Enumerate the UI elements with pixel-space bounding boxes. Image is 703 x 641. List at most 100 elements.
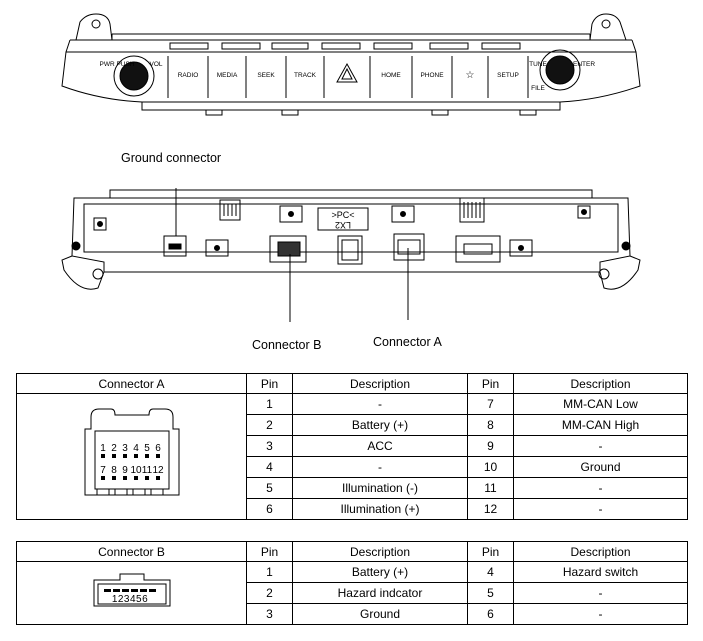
pin-description: - xyxy=(513,477,688,499)
header-pin: Pin xyxy=(467,541,514,562)
table-row: 5 Illumination (-) 11 - xyxy=(17,477,688,499)
connector-b-face: 123456 xyxy=(16,561,247,625)
connector-a-pin-label: 3 xyxy=(122,443,128,454)
pin-number: 8 xyxy=(467,414,514,436)
connector-a-face: 1 2 3 4 5 6 7 8 9 10 11 12 xyxy=(16,393,247,520)
right-mounting-ear xyxy=(589,13,627,41)
connector-a-pin-label: 6 xyxy=(155,443,161,454)
pin-number: 12 xyxy=(467,498,514,520)
table-row: 123456 1 Battery (+) 4 Hazard switch xyxy=(16,561,688,625)
favorite-star-icon[interactable]: ☆ xyxy=(466,70,475,81)
connector-a-callout: Connector A xyxy=(373,335,442,349)
pin-description: - xyxy=(513,603,688,625)
pin-description: MM-CAN High xyxy=(513,414,688,436)
pin-number: 9 xyxy=(467,435,514,457)
connector-a-pin-label: 4 xyxy=(133,443,139,454)
connector-a-pin-label: 5 xyxy=(144,443,150,454)
pin-description: Battery (+) xyxy=(292,414,468,436)
vol-label: VOL xyxy=(149,61,162,68)
pin-description: Ground xyxy=(292,603,468,625)
front-panel-drawing: PWR PUSH VOL RADIO MEDIA SEEK TRACK HOME… xyxy=(61,13,641,116)
enter-label: ENTER xyxy=(573,61,595,68)
pin-number: 5 xyxy=(246,477,293,499)
ground-connector-port xyxy=(163,235,187,257)
left-bracket xyxy=(61,255,105,290)
pwr-push-label: PWR PUSH xyxy=(99,61,134,68)
connector-b-callout: Connector B xyxy=(252,338,322,352)
header-pin: Pin xyxy=(246,373,293,394)
rear-marking-bottom: LX2 xyxy=(335,220,351,230)
ground-connector-callout: Ground connector xyxy=(121,151,222,165)
pin-number: 5 xyxy=(467,582,514,604)
setup-button[interactable]: SETUP xyxy=(497,72,519,79)
table-row: 2 Battery (+) 8 MM-CAN High xyxy=(17,414,688,436)
connector-a-pin-label: 11 xyxy=(141,465,152,476)
table-row: 1 2 3 4 5 6 7 8 9 10 11 12 1 - 7 MM-CAN … xyxy=(16,393,688,520)
seek-button[interactable]: SEEK xyxy=(257,72,275,79)
pin-number: 2 xyxy=(246,582,293,604)
connector-a-pin-label: 12 xyxy=(152,465,164,476)
pin-number: 3 xyxy=(246,603,293,625)
header-description: Description xyxy=(513,373,688,394)
pin-description: - xyxy=(292,456,468,478)
connector-a-face-drawing: 1 2 3 4 5 6 7 8 9 10 11 12 xyxy=(84,408,179,496)
rear-marking-top: >PC< xyxy=(331,210,354,220)
connector-a-pin-label: 9 xyxy=(122,465,128,476)
pin-number: 11 xyxy=(467,477,514,499)
table-row: 3 ACC 9 - xyxy=(17,435,688,457)
phone-button[interactable]: PHONE xyxy=(420,72,444,79)
connector-a-pin-label: 10 xyxy=(130,465,142,476)
header-connector: Connector A xyxy=(16,373,247,394)
tune-knob xyxy=(539,49,581,91)
connector-a-pin-label: 7 xyxy=(100,465,106,476)
right-ear-hole xyxy=(601,19,611,29)
connector-b-pin-table: Connector B Pin Description Pin Descript… xyxy=(16,541,688,625)
pin-description: - xyxy=(513,582,688,604)
header-pin: Pin xyxy=(246,541,293,562)
connector-b-face-drawing: 123456 xyxy=(93,573,170,606)
radio-button[interactable]: RADIO xyxy=(178,72,199,79)
table-row: 3 Ground 6 - xyxy=(17,603,688,625)
home-button[interactable]: HOME xyxy=(381,72,401,79)
pin-number: 4 xyxy=(246,456,293,478)
header-description: Description xyxy=(292,373,468,394)
connector-a-pin-label: 2 xyxy=(111,443,117,454)
pin-description: - xyxy=(513,498,688,520)
pin-description: - xyxy=(513,435,688,457)
pin-number: 7 xyxy=(467,393,514,415)
connector-b-port xyxy=(269,235,307,263)
connector-b-pin-labels: 123456 xyxy=(111,594,147,605)
pin-description: Illumination (+) xyxy=(292,498,468,520)
pin-number: 1 xyxy=(246,393,293,415)
table-row: 4 - 10 Ground xyxy=(17,456,688,478)
pin-number: 3 xyxy=(246,435,293,457)
pin-number: 6 xyxy=(467,603,514,625)
pin-description: Ground xyxy=(513,456,688,478)
connector-a-pin-label: 1 xyxy=(100,443,106,454)
connector-a-pin-label: 8 xyxy=(111,465,117,476)
pin-description: ACC xyxy=(292,435,468,457)
pin-number: 1 xyxy=(246,561,293,583)
volume-knob xyxy=(113,55,155,97)
tune-label: TUNE xyxy=(529,61,547,68)
connector-a-port xyxy=(393,233,425,261)
header-description: Description xyxy=(513,541,688,562)
table-header: Connector B Pin Description Pin Descript… xyxy=(16,541,688,562)
left-ear-hole xyxy=(91,19,101,29)
right-bracket xyxy=(599,255,641,290)
track-button[interactable]: TRACK xyxy=(294,72,317,79)
connector-a-pin-table: Connector A Pin Description Pin Descript… xyxy=(16,373,688,520)
table-row: 6 Illumination (+) 12 - xyxy=(17,498,688,520)
pin-description: Illumination (-) xyxy=(292,477,468,499)
file-label: FILE xyxy=(531,85,545,92)
left-mounting-ear xyxy=(75,13,113,41)
table-header: Connector A Pin Description Pin Descript… xyxy=(16,373,688,394)
header-connector: Connector B xyxy=(16,541,247,562)
pin-description: Hazard indcator xyxy=(292,582,468,604)
pin-number: 10 xyxy=(467,456,514,478)
pin-number: 2 xyxy=(246,414,293,436)
header-description: Description xyxy=(292,541,468,562)
rear-panel-drawing: >PC< LX2 xyxy=(61,188,641,322)
pin-number: 4 xyxy=(467,561,514,583)
media-button[interactable]: MEDIA xyxy=(217,72,238,79)
